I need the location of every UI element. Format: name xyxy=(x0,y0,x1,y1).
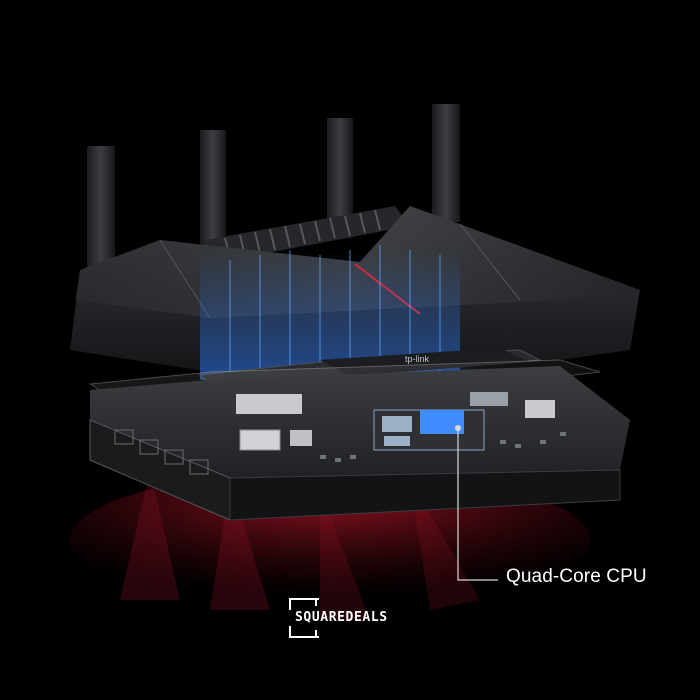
logo-text: SQUAREDEALS xyxy=(295,610,388,625)
cpu-callout-label: Quad-Core CPU xyxy=(506,566,647,587)
squaredeals-logo: SQUAREDEALS xyxy=(289,598,411,638)
callout-line xyxy=(455,425,498,581)
circuit-board xyxy=(89,366,630,521)
heatsink-fins xyxy=(205,206,410,262)
brand-mark: tp-link xyxy=(405,354,430,364)
